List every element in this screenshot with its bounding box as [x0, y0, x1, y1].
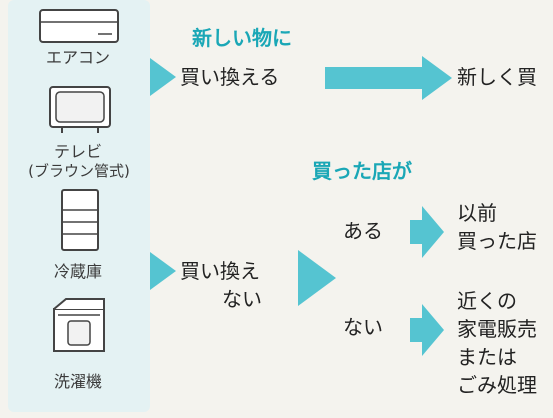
result-no-line3: または — [457, 345, 517, 369]
label-replace: 買い換える — [180, 65, 280, 89]
result-yes-line1: 以前 — [457, 201, 497, 225]
arrow-head-replace — [422, 56, 452, 100]
appliance-label-aircon: エアコン — [45, 48, 110, 67]
result-yes-line2: 買った店 — [457, 229, 537, 253]
option-yes-label: ある — [343, 219, 383, 243]
appliance-sublabel-tv: (ブラウン管式) — [28, 162, 130, 180]
washing-machine-icon — [53, 298, 105, 352]
appliance-label-washer: 洗濯機 — [53, 372, 102, 391]
refrigerator-icon — [61, 189, 99, 251]
air-conditioner-icon — [39, 9, 119, 43]
arrow-option-no — [410, 304, 444, 356]
label-no-replace-line2: ない — [222, 287, 262, 311]
label-no-replace-line1: 買い換え — [180, 259, 260, 283]
crt-tv-icon — [49, 86, 111, 133]
arrow-bar-replace — [325, 67, 425, 89]
result-no-line2: 家電販売 — [457, 317, 537, 341]
arrow-option-yes — [410, 206, 444, 258]
option-no-label: ない — [343, 315, 383, 339]
result-replace: 新しく買 — [457, 65, 537, 89]
arrow-to-replace — [150, 58, 176, 96]
heading-new-item: 新しい物に — [192, 26, 292, 50]
result-no-line1: 近くの — [457, 289, 517, 313]
result-no-line4: ごみ処理 — [457, 373, 537, 397]
arrow-to-no-replace — [150, 252, 176, 290]
heading-store: 買った店が — [312, 159, 412, 183]
appliance-label-tv: テレビ — [53, 142, 102, 161]
arrow-split — [298, 250, 336, 306]
appliance-label-fridge: 冷蔵庫 — [53, 262, 102, 281]
